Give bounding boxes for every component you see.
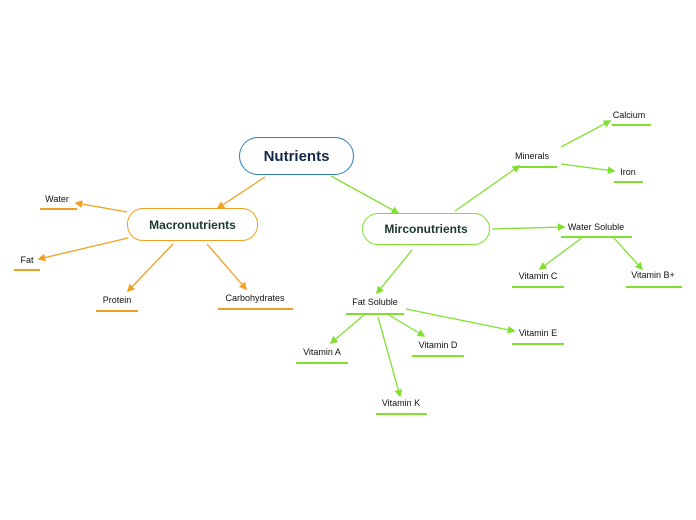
topic-protein[interactable]: Protein [102,295,132,305]
edge-micro-fat-soluble [376,249,413,295]
root-node-nutrients[interactable]: Nutrients [239,137,354,175]
topic-water[interactable]: Water [45,194,69,204]
root-node-label: Nutrients [263,147,330,165]
topic-underline [561,236,632,238]
edge-macro-water [74,200,128,213]
edge-nutrients-micronutrients [330,175,400,214]
branch-node-label: Mirconutrients [384,222,468,236]
topic-underline [218,308,293,310]
topic-underline [346,313,404,315]
topic-underline [612,124,651,126]
edge-minerals-iron [560,163,616,175]
topic-minerals[interactable]: Minerals [514,151,550,161]
topic-underline [40,208,77,210]
topic-vitamin-c[interactable]: Vitamin C [518,271,558,281]
topic-carbohydrates[interactable]: Carbohydrates [225,293,285,303]
edge-fat-soluble-vitamin-e [405,308,516,334]
topic-underline [626,286,682,288]
edge-macro-protein [126,243,174,293]
topic-underline [512,286,564,288]
edge-fat-soluble-vitamin-k [377,316,403,398]
topic-vitamin-k[interactable]: Vitamin K [381,398,421,408]
topic-water-soluble[interactable]: Water Soluble [567,222,625,232]
edge-macro-fat [37,237,129,262]
topic-calcium[interactable]: Calcium [612,110,646,120]
edge-minerals-calcium [560,120,612,148]
edge-micro-minerals [454,165,521,212]
edge-fat-soluble-vitamin-d [388,314,426,337]
edge-water-soluble-vitamin-b [612,236,644,271]
topic-iron[interactable]: Iron [620,167,636,177]
topic-underline [512,343,564,345]
topic-underline [296,362,348,364]
topic-fat[interactable]: Fat [20,255,34,265]
topic-underline [412,355,464,357]
topic-underline [516,166,557,168]
edge-fat-soluble-vitamin-a [329,314,365,345]
edge-micro-water-soluble [491,223,566,232]
topic-underline [14,269,40,271]
edge-water-soluble-vitamin-c [538,236,584,270]
branch-node-label: Macronutrients [149,217,236,232]
branch-node-macronutrients[interactable]: Macronutrients [127,208,258,241]
topic-underline [376,413,427,415]
branch-node-micronutrients[interactable]: Mirconutrients [362,213,490,245]
edge-nutrients-macronutrients [216,176,266,209]
topic-vitamin-b[interactable]: Vitamin B+ [631,270,675,280]
topic-vitamin-d[interactable]: Vitamin D [418,340,458,350]
topic-underline [96,310,138,312]
topic-underline [614,181,643,183]
topic-vitamin-e[interactable]: Vitamin E [518,328,558,338]
edge-macro-carbohydrates [206,243,248,291]
topic-fat-soluble[interactable]: Fat Soluble [352,297,398,307]
topic-vitamin-a[interactable]: Vitamin A [303,347,341,357]
